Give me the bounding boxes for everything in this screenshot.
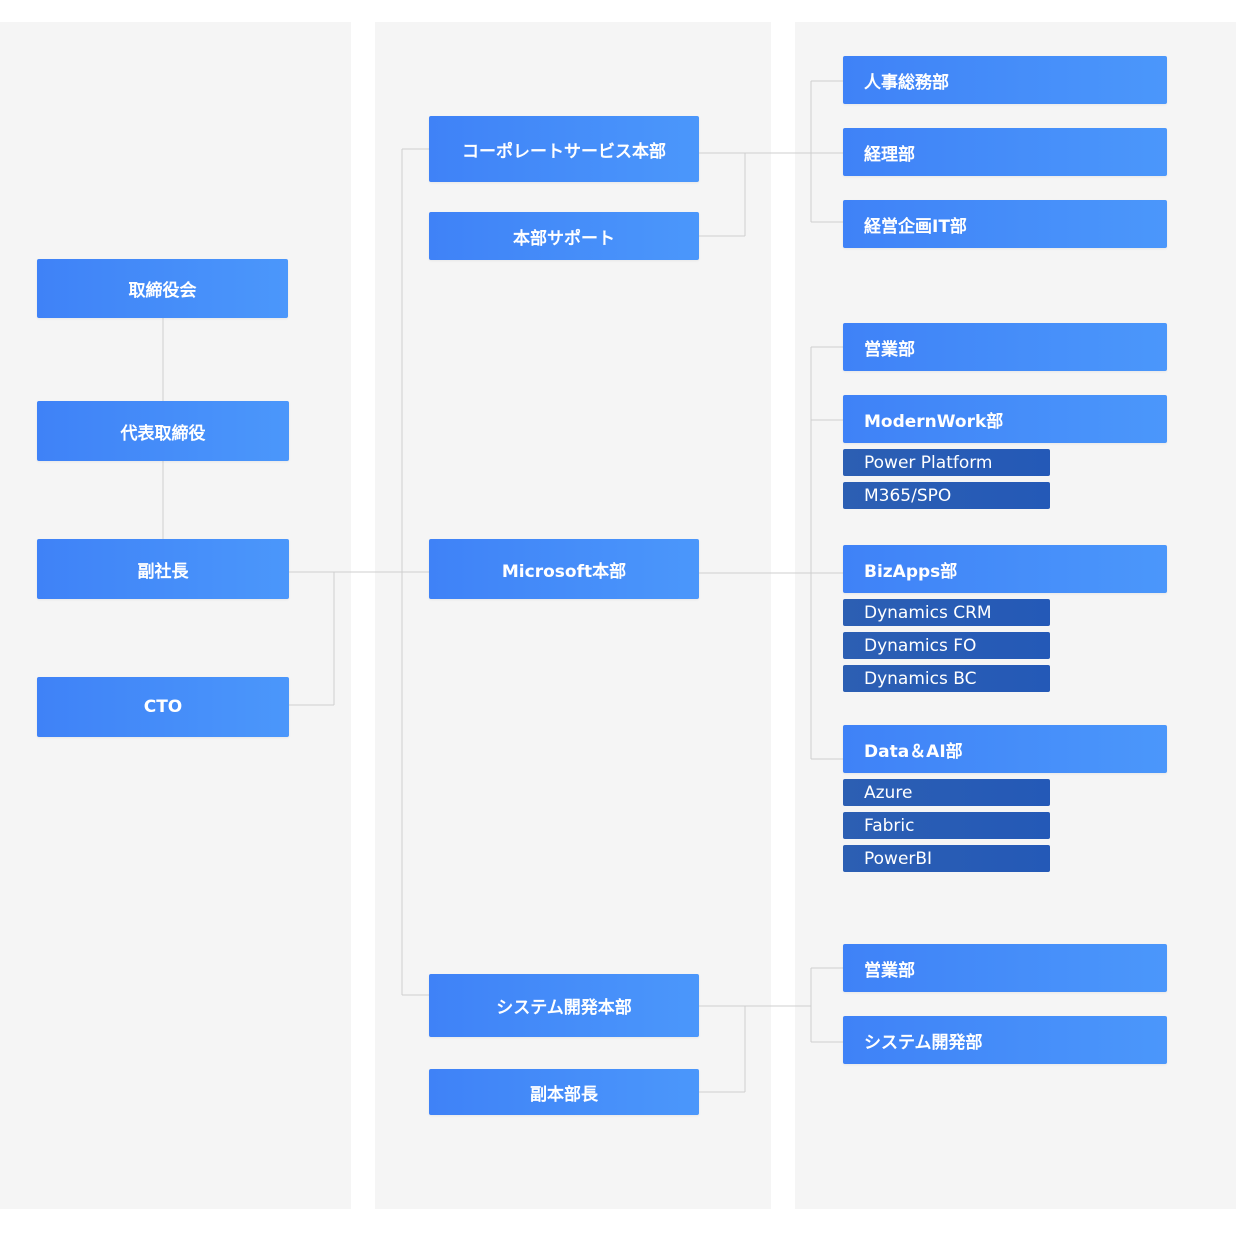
node-vp: 副社長	[37, 539, 289, 599]
column-leadership	[0, 22, 351, 1209]
node-hr-dept: 人事総務部	[843, 56, 1167, 104]
node-sysdev-division: システム開発本部	[429, 974, 699, 1037]
node-sysdev-deputy: 副本部長	[429, 1069, 699, 1115]
node-corporate-support: 本部サポート	[429, 212, 699, 260]
sub-powerbi: PowerBI	[843, 845, 1050, 872]
node-sd-dev-dept: システム開発部	[843, 1016, 1167, 1064]
node-planning-it-dept: 経営企画IT部	[843, 200, 1167, 248]
node-dataai-dept: Data＆AI部	[843, 725, 1167, 773]
sub-dynamics-fo: Dynamics FO	[843, 632, 1050, 659]
node-ceo: 代表取締役	[37, 401, 289, 461]
node-corporate-division: コーポレートサービス本部	[429, 116, 699, 182]
node-accounting-dept: 経理部	[843, 128, 1167, 176]
node-cto: CTO	[37, 677, 289, 737]
node-microsoft-division: Microsoft本部	[429, 539, 699, 599]
sub-power-platform: Power Platform	[843, 449, 1050, 476]
node-sd-sales-dept: 営業部	[843, 944, 1167, 992]
sub-azure: Azure	[843, 779, 1050, 806]
node-ms-sales-dept: 営業部	[843, 323, 1167, 371]
sub-dynamics-crm: Dynamics CRM	[843, 599, 1050, 626]
sub-dynamics-bc: Dynamics BC	[843, 665, 1050, 692]
sub-fabric: Fabric	[843, 812, 1050, 839]
node-modernwork-dept: ModernWork部	[843, 395, 1167, 443]
node-board: 取締役会	[37, 259, 288, 318]
sub-m365-spo: M365/SPO	[843, 482, 1050, 509]
node-bizapps-dept: BizApps部	[843, 545, 1167, 593]
